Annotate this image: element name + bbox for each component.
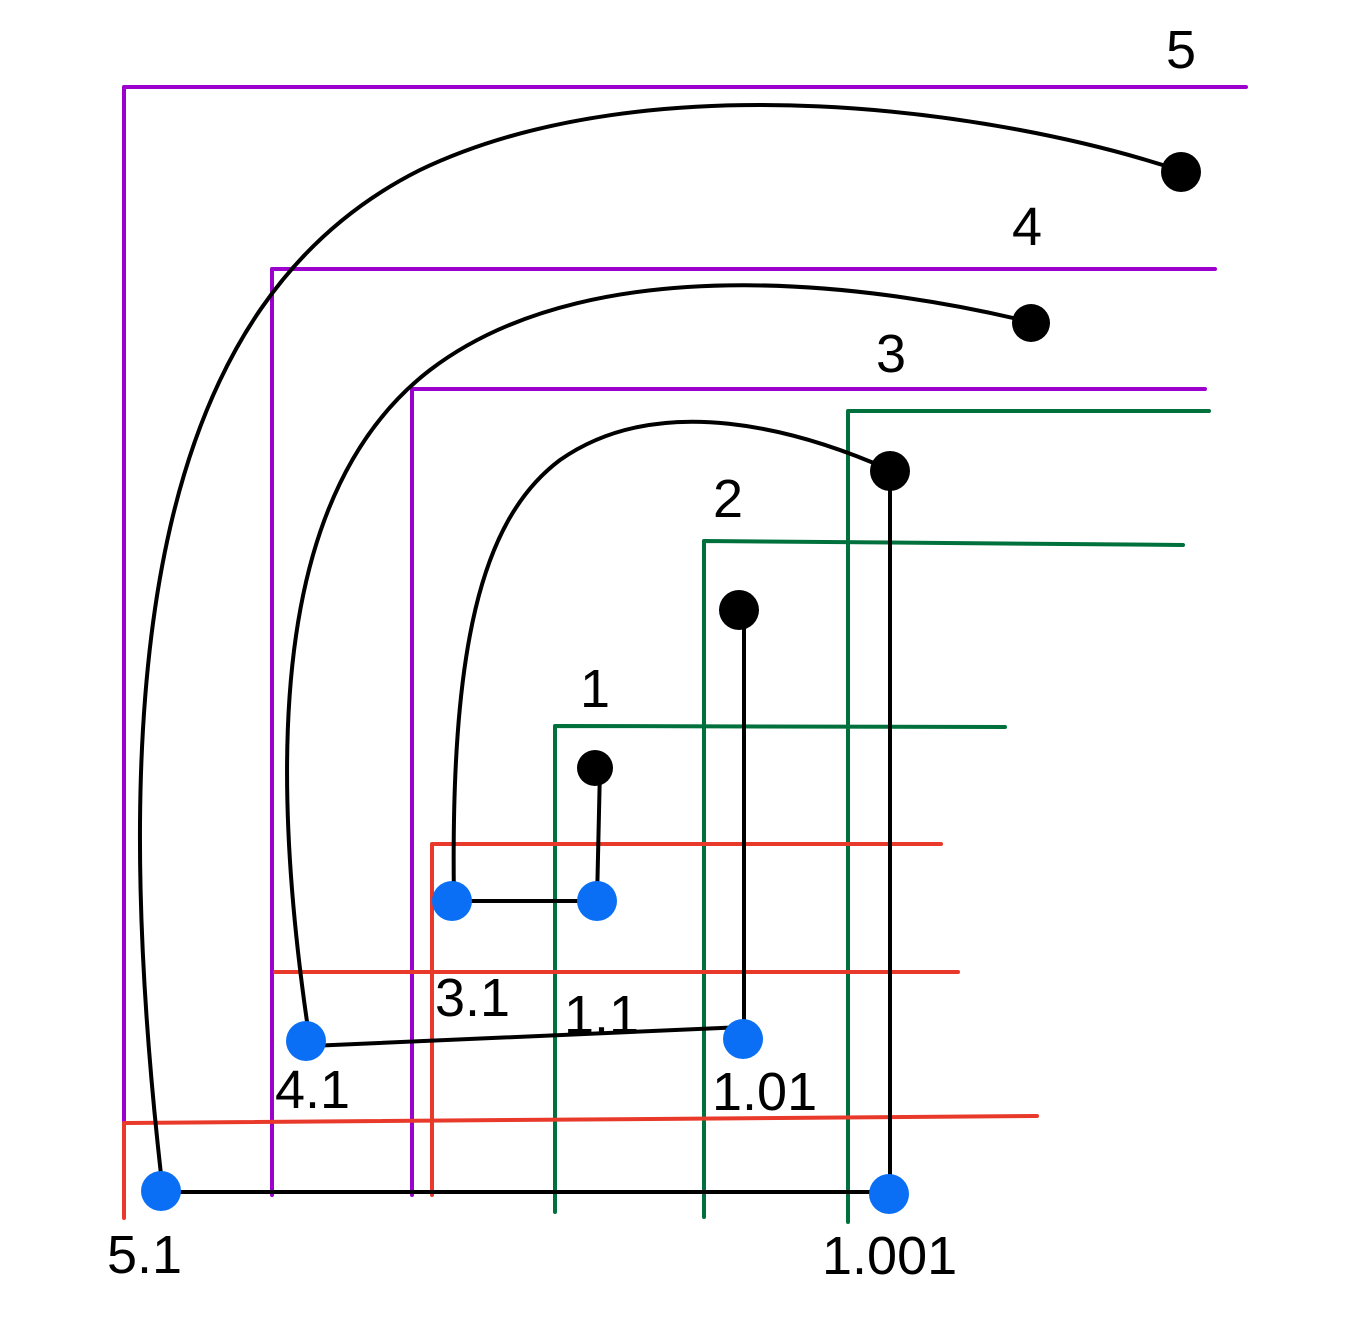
label-4-1: 4.1	[275, 1060, 350, 1120]
node-blue-3-1	[432, 881, 472, 921]
node-blue-1-001	[869, 1174, 909, 1214]
red-lines	[122, 842, 1039, 1220]
label-1-1: 1.1	[564, 985, 639, 1045]
red-line-outer	[122, 1114, 1039, 1220]
wire-5	[137, 103, 1183, 1194]
purple-line-5	[122, 85, 1248, 1197]
bottom-labels: 5.1 4.1 3.1 1.1 1.01 1.001	[107, 968, 957, 1286]
node-blue-5-1	[141, 1171, 181, 1211]
node-blue-1-01	[723, 1019, 763, 1059]
label-3: 3	[876, 324, 906, 384]
label-5: 5	[1166, 20, 1196, 80]
node-black-4	[1012, 304, 1050, 342]
green-line-2	[702, 539, 1185, 1219]
label-4: 4	[1012, 197, 1042, 257]
node-black-5	[1161, 152, 1201, 192]
node-black-2	[719, 590, 759, 630]
label-5-1: 5.1	[107, 1225, 182, 1285]
green-line-1	[553, 724, 1007, 1214]
purple-lines	[122, 85, 1248, 1197]
label-1-01: 1.01	[712, 1062, 817, 1122]
purple-line-3	[410, 387, 1207, 1197]
label-1: 1	[580, 659, 610, 719]
label-2: 2	[713, 469, 743, 529]
blue-nodes	[141, 881, 909, 1214]
wire-4-segment	[308, 610, 746, 1048]
wire-3	[451, 419, 892, 903]
black-nodes	[577, 152, 1201, 786]
green-line-3	[846, 409, 1211, 1224]
red-line-inner	[430, 842, 943, 1197]
node-blue-4-1	[286, 1021, 326, 1061]
node-black-1	[577, 750, 613, 786]
label-3-1: 3.1	[435, 968, 510, 1028]
purple-line-4	[270, 267, 1217, 1197]
node-blue-1-1	[577, 881, 617, 921]
node-black-3	[870, 451, 910, 491]
top-labels: 5 4 3 2 1	[580, 20, 1196, 719]
wire-3-segment	[452, 766, 602, 903]
label-1-001: 1.001	[822, 1226, 957, 1286]
green-lines	[553, 409, 1211, 1224]
wire-4	[284, 283, 1032, 1044]
